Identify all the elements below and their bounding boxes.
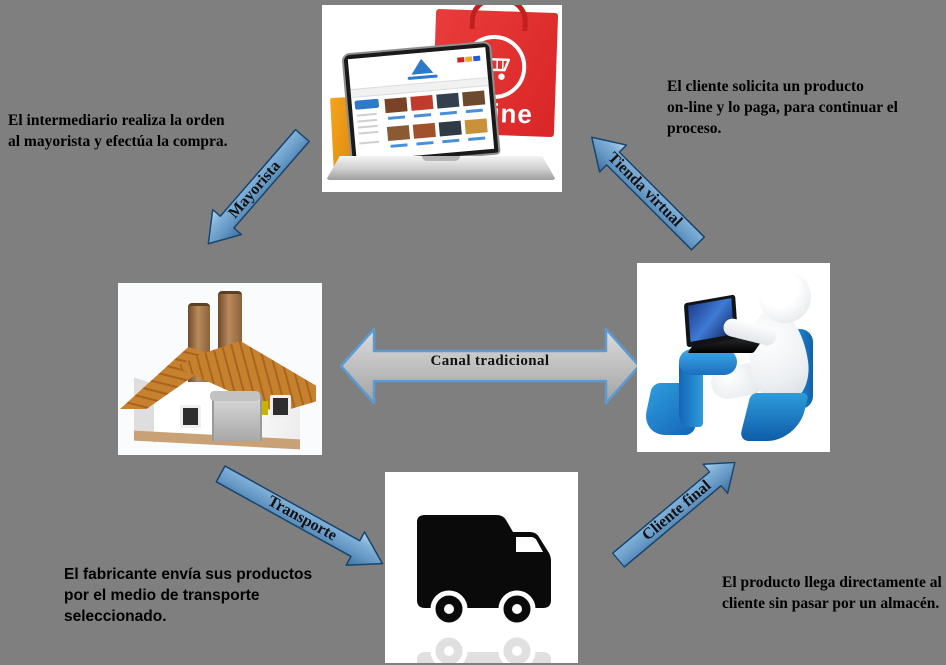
text-line: on-line y lo paga, para continuar el: [667, 99, 898, 116]
product-tile: [383, 96, 409, 121]
client-image: [637, 263, 830, 452]
arrow-transporte: Transporte: [208, 454, 396, 585]
flag-icon: [473, 55, 481, 62]
webpage-filter-button: [354, 98, 380, 110]
garage-door-top: [210, 391, 260, 401]
arrow-shape-icon: [612, 461, 736, 568]
arrow-canal-tradicional: Canal tradicional: [338, 322, 642, 410]
webpage-sidebar-line: [356, 112, 377, 117]
text-line: proceso.: [667, 120, 722, 137]
arrow-shape-icon: [207, 128, 310, 245]
text-line: El intermediario realiza la orden: [8, 112, 225, 129]
note-intermediario: El intermediario realiza la orden al may…: [8, 110, 228, 152]
online-store-image: online: [322, 5, 562, 192]
text-line: por el medio de transporte: [64, 587, 260, 604]
product-tile: [463, 117, 489, 142]
delivery-truck-icon: [385, 515, 578, 663]
arrow-cliente-final: Cliente final: [603, 444, 751, 578]
note-cliente-solicita: El cliente solicita un producto on-line …: [667, 76, 898, 139]
product-tile: [412, 122, 438, 147]
arrow-mayorista: Mayorista: [190, 120, 320, 261]
arrow-tienda-virtual: Tienda virtual: [574, 120, 715, 261]
desk-top: [679, 349, 737, 375]
red-bag-handle-icon: [469, 5, 529, 32]
text-line: El producto llega directamente al: [722, 574, 942, 591]
product-tile: [386, 124, 412, 149]
figure-head: [759, 271, 811, 323]
chair-seat-icon: [739, 393, 809, 441]
window-icon: [180, 405, 201, 428]
laptop-screen: [343, 42, 499, 166]
text-line: cliente sin pasar por un almacén.: [722, 595, 940, 612]
factory-image: [118, 283, 322, 455]
webpage-sidebar-line: [358, 130, 379, 135]
flag-icon: [457, 57, 465, 63]
flag-icon: [465, 56, 473, 62]
text-line: al mayorista y efectúa la compra.: [8, 133, 228, 150]
shop-logo-underline: [407, 74, 438, 81]
note-producto-llega: El producto llega directamente al client…: [722, 572, 942, 614]
webpage-sidebar-line: [357, 118, 378, 123]
product-tile: [409, 94, 435, 119]
garage-door-icon: [210, 391, 262, 441]
window-icon: [270, 395, 291, 418]
text-line: El fabricante envía sus productos: [64, 566, 313, 583]
text-line: El cliente solicita un producto: [667, 78, 864, 95]
webpage-sidebar-line: [359, 140, 380, 145]
webpage-sidebar-line: [357, 124, 378, 129]
arrow-shape-icon: [591, 136, 706, 251]
product-tile: [461, 89, 487, 114]
arrow-label: Cliente final: [639, 477, 715, 545]
product-tile: [438, 120, 464, 145]
product-tile: [435, 92, 461, 117]
laptop-notch: [422, 156, 460, 161]
truck-image: [385, 472, 578, 663]
shoe-shop-webpage: [347, 47, 495, 161]
arrow-label: Canal tradicional: [430, 352, 550, 369]
sign-icon: [262, 401, 268, 415]
shop-logo-icon: [410, 57, 434, 75]
arrow-label: Tienda virtual: [604, 148, 686, 231]
arrow-shape-icon: [215, 465, 384, 566]
note-fabricante: El fabricante envía sus productos por el…: [64, 564, 312, 627]
text-line: seleccionado.: [64, 608, 167, 625]
